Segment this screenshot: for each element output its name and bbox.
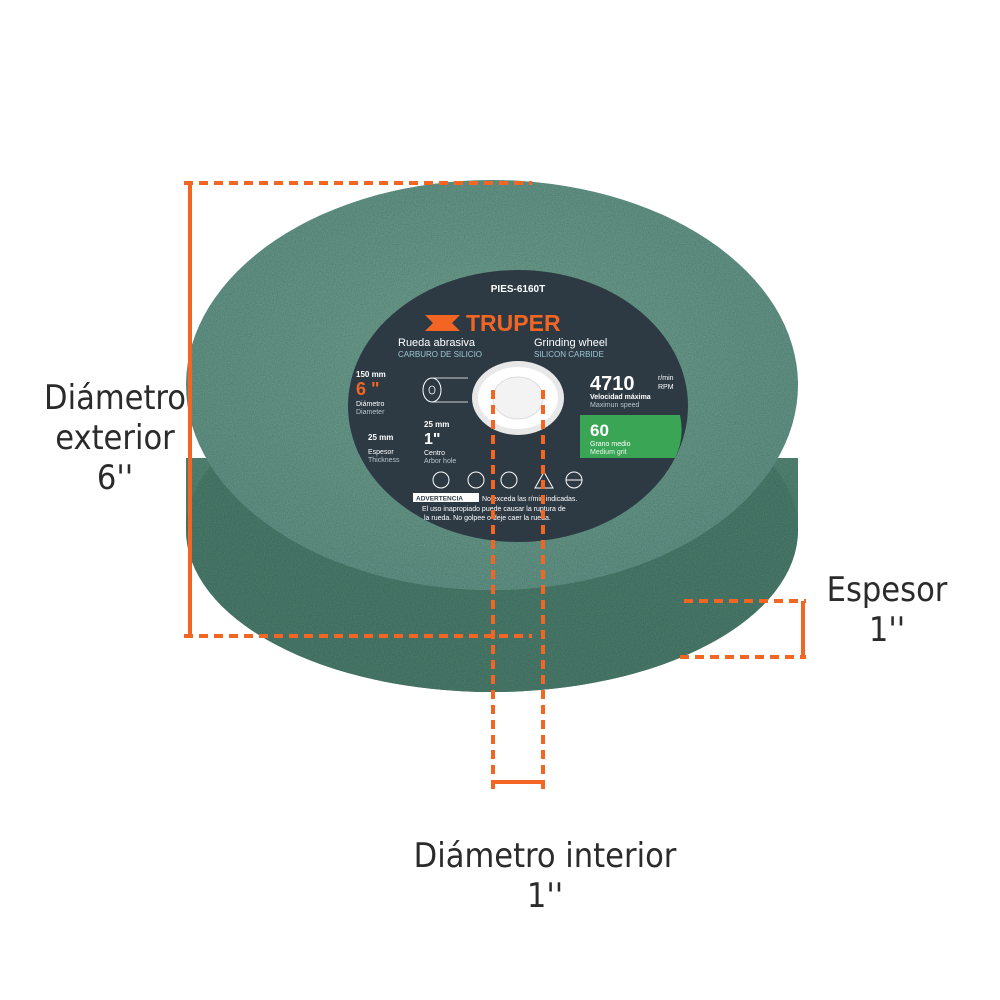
title-en: Grinding wheel: [534, 337, 607, 349]
svg-text:Thickness: Thickness: [368, 457, 400, 464]
svg-text:Centro: Centro: [424, 450, 445, 457]
svg-text:TRUPER: TRUPER: [466, 310, 561, 336]
diameter-mm: 150 mm: [356, 370, 386, 379]
arbor-in: 1": [424, 431, 440, 448]
svg-text:Velocidad máxima: Velocidad máxima: [590, 394, 651, 401]
material-en: SILICON CARBIDE: [534, 350, 604, 359]
warning-block: ADVERTENCIA No exceda las r/min indicada…: [413, 493, 577, 522]
gloves-icon: [432, 471, 450, 489]
goggles-icon: [467, 471, 485, 489]
product-label-disc: PIES-6160T TRUPER Rueda abrasiva Grindin…: [348, 270, 688, 542]
title-es: Rueda abrasiva: [398, 337, 476, 349]
svg-text:No exceda las r/min indicadas.: No exceda las r/min indicadas.: [482, 496, 577, 503]
rpm-value: 4710: [590, 373, 635, 395]
thickness-mm: 25 mm: [368, 433, 393, 442]
thickness-label: Espesor 1'': [826, 570, 948, 650]
svg-text:RPM: RPM: [658, 384, 674, 391]
face-shield-icon: [500, 471, 518, 489]
grit-badge: 60 Grano medio Medium grit: [580, 415, 682, 458]
svg-text:Espesor: Espesor: [368, 449, 394, 456]
svg-text:60: 60: [590, 421, 609, 440]
outer-diameter-label: Diámetro exterior 6'': [44, 378, 186, 498]
svg-text:Medium grit: Medium grit: [590, 449, 627, 456]
diameter-in: 6 ": [356, 379, 380, 399]
dimension-lines: [184, 181, 806, 790]
svg-text:Diameter: Diameter: [356, 409, 385, 416]
svg-text:Diámetro: Diámetro: [356, 401, 385, 408]
svg-text:la rueda. No golpee o deje cae: la rueda. No golpee o deje caer la rueda…: [424, 515, 551, 522]
material-es: CARBURO DE SILICIO: [398, 350, 482, 359]
svg-text:Maximun speed: Maximun speed: [590, 402, 640, 409]
arbor-hole: [472, 361, 564, 435]
model-number: PIES-6160T: [491, 284, 545, 295]
arbor-mm: 25 mm: [424, 420, 449, 429]
svg-text:Arbor hole: Arbor hole: [424, 458, 456, 465]
inner-diameter-label: Diámetro interior 1'': [413, 836, 677, 916]
truper-logo: TRUPER: [425, 310, 561, 336]
svg-text:Grano medio: Grano medio: [590, 441, 631, 448]
wheel-diagram-icon: [422, 377, 468, 403]
svg-text:r/min: r/min: [658, 375, 674, 382]
svg-text:El uso inapropiado puede causa: El uso inapropiado puede causar la ruptu…: [422, 506, 566, 513]
svg-text:ADVERTENCIA: ADVERTENCIA: [416, 496, 463, 503]
